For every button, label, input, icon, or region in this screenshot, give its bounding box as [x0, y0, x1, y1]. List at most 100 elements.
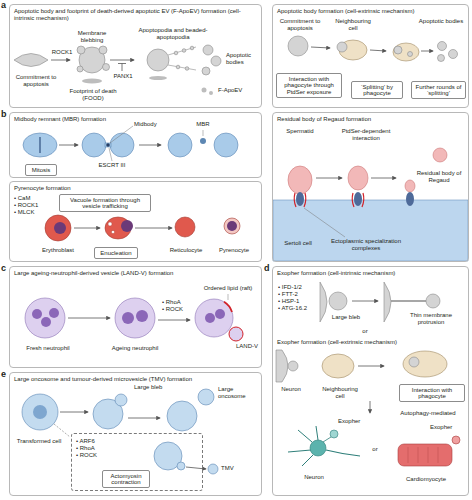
cell-label: Commitment to apoptosis: [12, 74, 60, 87]
apoptosis-illustration: [77, 46, 85, 54]
oncosome-illustration: [60, 412, 88, 413]
cell-label: Commitment to apoptosis: [274, 18, 326, 31]
phagocyte-illustration: [311, 47, 330, 48]
neutrophil-illustration: [158, 320, 190, 321]
panel-letter: e: [1, 370, 11, 380]
neutrophil-illustration: [115, 298, 155, 338]
neutrophil-illustration: [41, 317, 51, 327]
midbody-illustration: [109, 148, 112, 161]
protein-label: • FTT-2: [278, 291, 314, 298]
exopher-illustration: [408, 447, 438, 463]
structure-label: Footprint of death (FOOD): [66, 88, 120, 101]
heading-text: Large ageing-neutrophil-derived vesicle …: [14, 270, 259, 277]
vesicle-label: F-ApoEV: [218, 87, 258, 94]
protein-label: • MLCK: [14, 209, 44, 216]
phagocyte-illustration: [421, 51, 433, 52]
oncosome-illustration: [22, 389, 218, 474]
box-text: Vacuole formation through vesicle traffi…: [63, 197, 148, 210]
cell-label: Neuron: [292, 474, 336, 481]
structure-label: Ectoplasmic specialization complexes: [330, 238, 402, 251]
apoptosis-illustration: [182, 49, 186, 53]
oncosome-illustration: [177, 462, 185, 470]
cell-label: Neighbouring cell: [318, 386, 362, 399]
exopher-illustration: [384, 282, 391, 322]
exopher-illustration: [370, 401, 371, 413]
apoptosis-illustration: [168, 65, 196, 70]
midbody-illustration: [110, 133, 134, 157]
factor-text: • RhoA: [76, 445, 200, 452]
apoptosis-illustration: [103, 64, 110, 71]
exopher-illustration: [358, 366, 384, 367]
apoptosis-illustration: [202, 67, 210, 75]
spermatid-illustration: [304, 208, 345, 237]
panel-letter: a: [1, 1, 11, 11]
exopher-illustration: [391, 300, 426, 302]
oncosome-illustration: [22, 394, 58, 430]
midbody-illustration: [23, 133, 57, 157]
exopher-illustration: [322, 354, 354, 378]
exopher-illustration: [409, 357, 419, 367]
structure-label: Large oncosome: [218, 386, 260, 399]
erythroblast-illustration: [74, 228, 100, 229]
inset-box: • ARF6• RhoA• ROCKActomyosin contraction: [71, 433, 203, 491]
apoptosis-illustration: [99, 46, 107, 54]
panel-letter: d: [264, 264, 272, 274]
process-label: Autophagy-mediated: [392, 410, 464, 417]
spermatid-illustration: [352, 193, 354, 207]
cell-label: Sertoli cell: [276, 240, 320, 247]
protein-label: • RhoA: [162, 299, 192, 306]
apoptosis-illustration: [174, 51, 178, 55]
erythroblast-illustration: [227, 221, 237, 231]
midbody-illustration: [23, 126, 238, 161]
box-text: Mitosis: [29, 167, 54, 174]
vesicle-label: LAND-V: [236, 343, 262, 350]
protein-label: • HSP-1: [278, 298, 314, 305]
oncosome-illustration: [33, 405, 47, 419]
apoptosis-illustration: [176, 65, 180, 69]
protein-label: • ROCK: [162, 306, 192, 313]
heading-text: Exopher formation (cell-extrinsic mechan…: [277, 339, 466, 346]
apoptosis-illustration: [168, 47, 196, 55]
apoptosis-illustration: [122, 64, 123, 72]
oncosome-illustration: [186, 467, 206, 469]
apoptosis-illustration: [149, 76, 167, 80]
spermatid-illustration: [354, 192, 362, 206]
structure-label: Residual body of Regaud: [414, 170, 464, 183]
connective-text: or: [355, 328, 375, 335]
cell-label: Neuron: [274, 386, 308, 393]
neutrophil-illustration: [49, 308, 59, 318]
cell-label: Cardiomyocyte: [396, 476, 456, 483]
protein-label: ESCRT III: [92, 162, 132, 169]
phagocyte-illustration: [393, 43, 419, 61]
apoptosis-illustration: [211, 56, 221, 66]
apoptosis-illustration: [14, 54, 48, 67]
midbody-illustration: [214, 133, 238, 157]
midbody-illustration: [110, 126, 133, 143]
neutrophil-illustration: [25, 298, 65, 338]
factor-text: • ARF6: [76, 438, 200, 445]
midbody-illustration: [105, 143, 111, 147]
neutrophil-illustration: [228, 294, 229, 300]
exopher-illustration: [276, 282, 460, 466]
midbody-illustration: [168, 133, 192, 157]
oncosome-illustration: [128, 418, 160, 419]
structure-label: Apoptotic bodies: [418, 18, 464, 25]
neutrophil-illustration: [122, 312, 134, 324]
vesicle-label: MBR: [191, 121, 215, 128]
heading-text: Apoptotic body formation (cell-extrinsic…: [277, 8, 466, 15]
box-text: Interaction with phagocyte through PtdSe…: [280, 76, 339, 96]
oncosome-illustration: [167, 401, 197, 431]
apoptosis-illustration: [185, 67, 189, 71]
step-box: Interaction with phagocyte: [399, 384, 465, 402]
heading-text: Exopher formation (cell-intrinsic mechan…: [277, 270, 466, 277]
structure-label: Large bleb: [327, 314, 365, 321]
phagocyte-illustration: [449, 50, 458, 59]
spermatid-illustration: [348, 166, 368, 190]
phagocyte-illustration: [370, 50, 386, 51]
neutrophil-illustration: [25, 294, 243, 341]
midbody-illustration: [139, 145, 161, 146]
panel-letter: b: [1, 110, 11, 120]
structure-label: Apoptotic bodies: [226, 52, 262, 65]
exopher-illustration: [326, 450, 360, 456]
box-text: Enucleation: [98, 250, 135, 257]
